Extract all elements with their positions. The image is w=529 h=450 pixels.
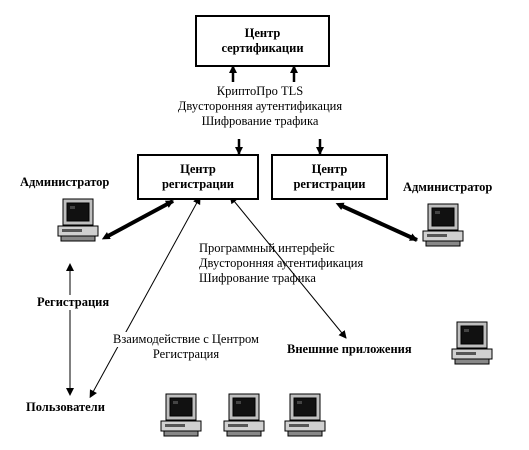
computer-icon-user-3	[284, 393, 326, 437]
api-link-line3: Шифрование трафика	[199, 271, 316, 285]
computer-icon-user-1	[160, 393, 202, 437]
ca-link-label: КриптоПро TLS Двусторонняя аутентификаци…	[150, 84, 370, 129]
computer-icon-user-2	[223, 393, 265, 437]
api-link-line2: Двусторонняя аутентификация	[199, 256, 364, 270]
registration-center-left-box: Центр регистрации	[137, 154, 259, 200]
admin-right-label: Администратор	[403, 180, 493, 194]
registration-center-left-line2: регистрации	[161, 177, 235, 191]
certification-center-line1: Центр	[244, 26, 281, 40]
users-rc-link	[89, 196, 201, 399]
ca-link-line1: КриптоПро TLS	[216, 84, 304, 98]
computer-icon-external	[451, 321, 493, 365]
admin-right-link	[335, 202, 418, 242]
api-link-line1: Программный интерфейс	[199, 241, 335, 255]
ca-link-line3: Шифрование трафика	[201, 114, 319, 128]
admin-left-label: Администратор	[20, 175, 110, 189]
api-link-label: Программный интерфейс Двусторонняя аутен…	[199, 241, 363, 286]
interaction-line2: Регистрация	[152, 347, 220, 362]
registration-center-right-line2: регистрации	[293, 177, 366, 191]
registration-center-left-line1: Центр	[180, 162, 216, 176]
registration-center-right-box: Центр регистрации	[271, 154, 388, 200]
computer-icon-admin-left	[57, 198, 99, 242]
computer-icon-admin-right	[422, 203, 464, 247]
external-apps-label: Внешние приложения	[287, 342, 412, 356]
certification-center-line2: сертификации	[221, 41, 304, 55]
certification-center-box: Центр сертификации	[195, 15, 330, 67]
registration-label: Регистрация	[37, 295, 110, 310]
interaction-label: Взаимодействие с Центром Регистрация	[86, 332, 286, 362]
admin-left-link	[101, 199, 174, 240]
ca-link-line2: Двусторонняя аутентификация	[177, 99, 343, 113]
registration-center-right-line1: Центр	[311, 162, 348, 176]
interaction-line1: Взаимодействие с Центром	[113, 332, 259, 347]
external-link	[229, 195, 347, 339]
users-label: Пользователи	[26, 400, 105, 414]
